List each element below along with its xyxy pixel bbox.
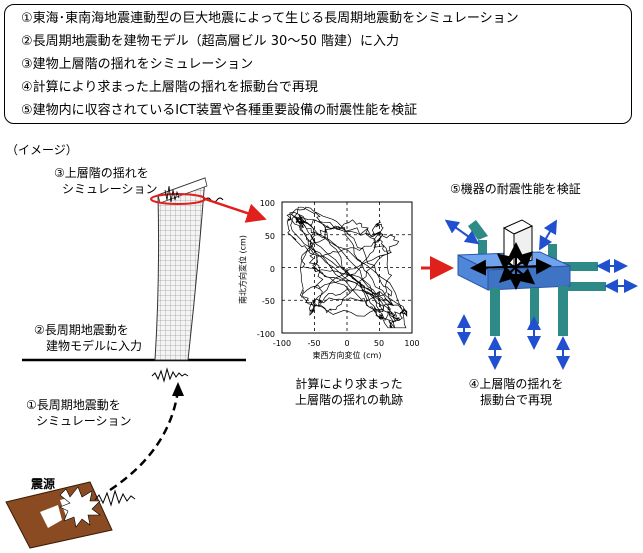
- x-tick-100: 100: [404, 339, 420, 348]
- wave-path: [109, 389, 180, 492]
- y-tick-0: 0: [269, 265, 275, 274]
- epicenter-wave: [94, 489, 136, 507]
- step-5: ⑤建物内に収容されているICT装置や各種重要設備の耐震性能を検証: [21, 103, 418, 118]
- label-epicenter: 震源: [31, 477, 56, 491]
- step-4: ④計算により求まった上層階の揺れを振動台で再現: [21, 80, 318, 95]
- trajectory-plot: [281, 201, 413, 334]
- y-tick-50: 50: [264, 232, 275, 241]
- label-input-to-model-1: ②長周期地震動を: [34, 323, 129, 337]
- x-axis-label: 東西方向変位 (cm): [312, 351, 382, 360]
- image-note: （イメージ）: [6, 143, 78, 157]
- y-tick-100: 100: [259, 199, 275, 208]
- step-1: ①東海･東南海地震連動型の巨大地震によって生じる長周期地震動をシミュレーション: [21, 11, 519, 26]
- x-tick-minus50: -50: [307, 339, 321, 348]
- building-model: [154, 177, 208, 361]
- actuator-motion-arrows: [444, 219, 638, 370]
- x-tick-0: 0: [344, 339, 350, 348]
- ground-motion-wave: [151, 367, 189, 383]
- upper-floor-wave: [164, 185, 180, 203]
- label-upper-floor-sim-1: ③上層階の揺れを: [54, 166, 149, 180]
- label-shake-table-2: 振動台で再現: [479, 393, 552, 407]
- trajectory-line: [286, 206, 408, 329]
- x-tick-minus100: -100: [272, 339, 292, 348]
- step-2: ②長周期地震動を建物モデル（超高層ビル 30～50 階建）に入力: [21, 34, 400, 49]
- label-shake-table-1: ④上層階の揺れを: [468, 377, 564, 391]
- label-ground-motion-sim-2: シミュレーション: [36, 414, 132, 428]
- label-input-to-model-2: 建物モデルに入力: [46, 339, 143, 353]
- label-upper-floor-sim-2: シミュレーション: [62, 182, 158, 196]
- wave-path-arrowhead: [172, 382, 184, 396]
- y-tick-minus100: -100: [256, 330, 275, 339]
- epicenter-block: [5, 481, 113, 549]
- label-trajectory-caption-1: 計算により求まった: [295, 377, 403, 391]
- label-trajectory-caption-2: 上層階の揺れの軌跡: [294, 393, 403, 407]
- label-ground-motion-sim-1: ①長周期地震動を: [26, 398, 121, 412]
- label-equipment-test: ⑤機器の耐震性能を検証: [450, 182, 581, 196]
- y-axis-label: 南北方向変位 (cm): [238, 235, 248, 304]
- step-3: ③建物上層階の揺れをシミュレーション: [21, 57, 254, 72]
- red-arrow-to-plot: [204, 197, 267, 223]
- x-tick-50: 50: [373, 339, 385, 348]
- shake-table: [444, 219, 638, 370]
- y-tick-minus50: -50: [261, 297, 275, 306]
- steps-panel: ①東海･東南海地震連動型の巨大地震によって生じる長周期地震動をシミュレーション …: [4, 4, 632, 124]
